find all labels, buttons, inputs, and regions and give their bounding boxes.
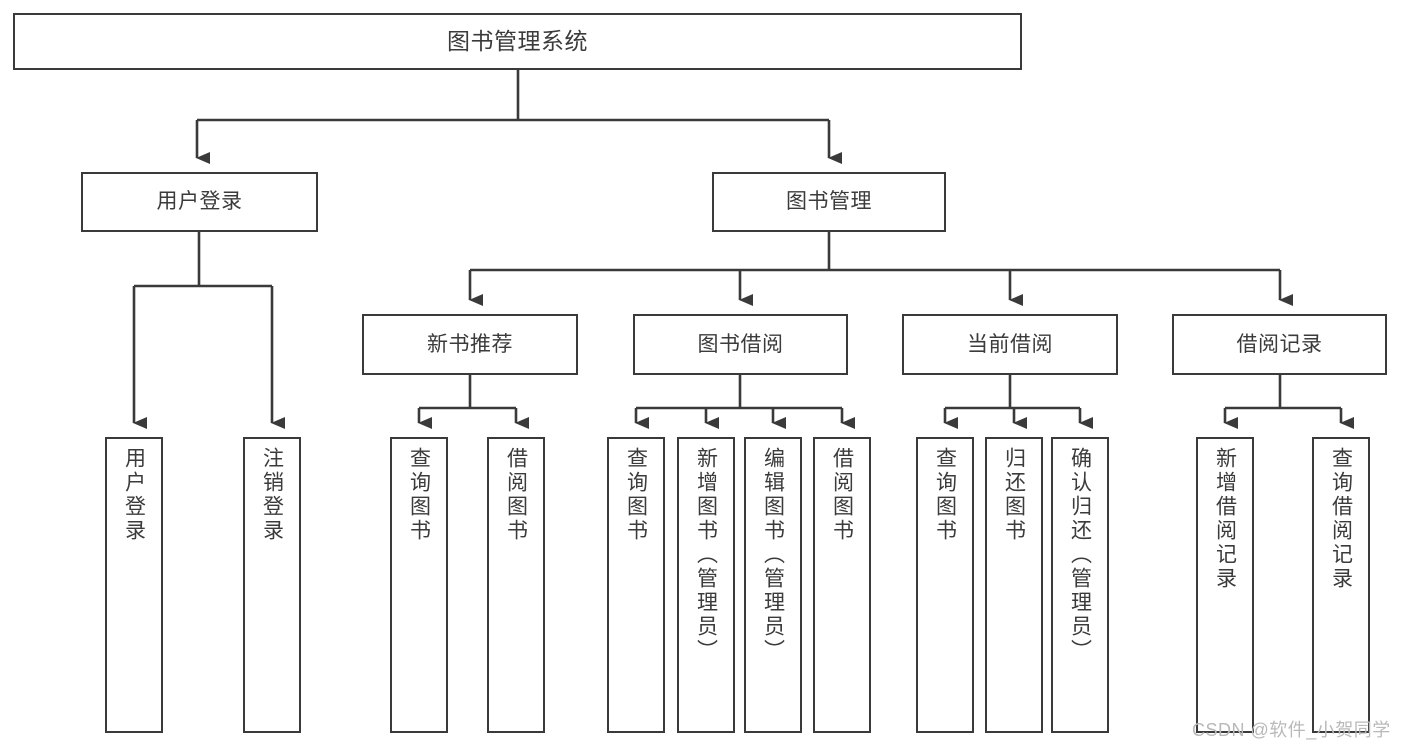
node-leaf-logout-login[interactable]: 注销登录 xyxy=(243,437,301,733)
node-label: 图书管理 xyxy=(786,190,872,214)
node-leaf-edit-book[interactable]: 编辑图书（管理员） xyxy=(744,437,802,733)
node-label: 借阅图书 xyxy=(504,447,528,543)
node-user-login[interactable]: 用户登录 xyxy=(81,172,318,232)
node-borrow-record[interactable]: 借阅记录 xyxy=(1172,314,1387,375)
node-label: 当前借阅 xyxy=(967,332,1053,356)
node-label: 归还图书 xyxy=(1002,447,1026,543)
node-label: 查询图书 xyxy=(407,447,431,543)
node-label: 借阅记录 xyxy=(1236,332,1323,356)
node-leaf-add-record[interactable]: 新增借阅记录 xyxy=(1196,437,1254,733)
node-label: 查询图书 xyxy=(933,447,957,543)
node-leaf-query-book-3[interactable]: 查询图书 xyxy=(916,437,974,733)
node-leaf-query-book-2[interactable]: 查询图书 xyxy=(607,437,665,733)
node-new-book-recommend[interactable]: 新书推荐 xyxy=(362,314,578,375)
node-label: 查询图书 xyxy=(624,447,648,543)
node-label: 编辑图书（管理员） xyxy=(761,447,785,663)
node-current-borrow[interactable]: 当前借阅 xyxy=(902,314,1118,375)
node-label: 图书借阅 xyxy=(697,332,784,356)
node-book-borrow[interactable]: 图书借阅 xyxy=(633,314,848,375)
node-label: 确认归还（管理员） xyxy=(1068,447,1092,663)
csdn-watermark: CSDN @软件_小贺同学 xyxy=(1192,720,1391,740)
node-leaf-confirm-return[interactable]: 确认归还（管理员） xyxy=(1051,437,1109,733)
node-root-book-management-system[interactable]: 图书管理系统 xyxy=(13,13,1022,70)
node-leaf-user-login[interactable]: 用户登录 xyxy=(105,437,163,733)
node-leaf-return-book[interactable]: 归还图书 xyxy=(985,437,1043,733)
node-label: 用户登录 xyxy=(122,447,146,543)
node-label: 注销登录 xyxy=(260,447,284,543)
node-leaf-query-record[interactable]: 查询借阅记录 xyxy=(1312,437,1370,733)
node-leaf-add-book[interactable]: 新增图书（管理员） xyxy=(677,437,735,733)
node-leaf-query-book-1[interactable]: 查询图书 xyxy=(390,437,448,733)
node-label: 新增图书（管理员） xyxy=(694,447,718,663)
node-leaf-borrow-book-1[interactable]: 借阅图书 xyxy=(487,437,545,733)
node-label: 借阅图书 xyxy=(830,447,854,543)
node-label: 图书管理系统 xyxy=(447,27,588,54)
node-label: 新书推荐 xyxy=(427,332,513,356)
node-label: 用户登录 xyxy=(156,190,243,214)
node-leaf-borrow-book-2[interactable]: 借阅图书 xyxy=(813,437,871,733)
node-label: 新增借阅记录 xyxy=(1213,447,1237,591)
node-label: 查询借阅记录 xyxy=(1329,447,1353,591)
node-book-management[interactable]: 图书管理 xyxy=(712,172,946,232)
